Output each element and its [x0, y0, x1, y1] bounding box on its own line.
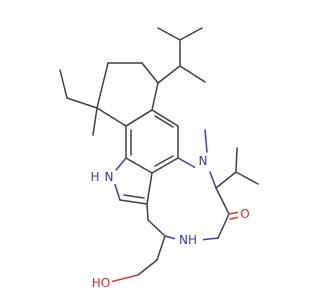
- bond: [123, 194, 145, 199]
- bond: [157, 27, 181, 41]
- carbonyl-o-label: O: [240, 207, 249, 221]
- bond: [204, 129, 208, 153]
- bond: [146, 172, 153, 205]
- bond: [125, 157, 153, 174]
- bond: [164, 235, 177, 240]
- bond: [125, 109, 153, 127]
- bond: [215, 171, 237, 189]
- hydroxyl-label: HO: [92, 276, 110, 290]
- bond: [154, 155, 174, 167]
- bond: [119, 199, 148, 205]
- amine-n-label: N: [199, 154, 208, 168]
- bond: [151, 82, 159, 111]
- bond: [96, 62, 109, 109]
- bond: [66, 97, 98, 109]
- bond: [235, 171, 259, 185]
- bond: [154, 115, 174, 128]
- bond: [217, 213, 230, 239]
- bond: [179, 27, 203, 41]
- bond: [137, 259, 158, 276]
- bond: [215, 187, 230, 215]
- bond: [179, 65, 206, 83]
- bond: [151, 109, 179, 127]
- bonds: [59, 27, 259, 283]
- bond: [146, 203, 149, 221]
- bond: [151, 157, 179, 174]
- bond: [92, 107, 98, 136]
- bond: [141, 62, 159, 84]
- indole-n-label: N: [105, 170, 114, 184]
- indole-h-label: H: [90, 170, 99, 184]
- bond: [96, 107, 127, 127]
- bond: [156, 235, 166, 261]
- bond: [157, 65, 181, 84]
- bond: [177, 157, 197, 169]
- amide-nh-label: NH: [179, 233, 197, 247]
- bond: [147, 219, 166, 237]
- chemical-structure: H N N NH O HO: [59, 27, 259, 291]
- bond: [209, 171, 217, 189]
- bond: [59, 69, 68, 99]
- atom-labels: H N N NH O HO: [89, 153, 252, 291]
- bond: [109, 274, 139, 283]
- bond: [235, 147, 238, 173]
